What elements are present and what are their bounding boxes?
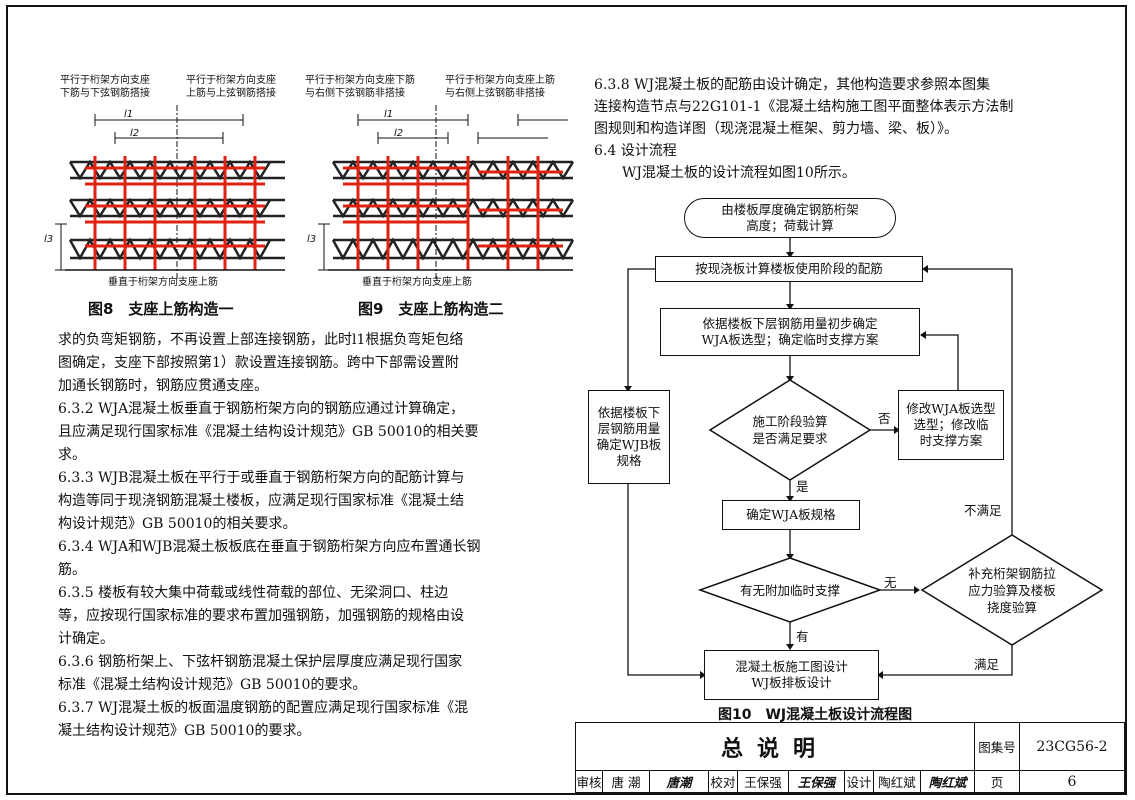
flow-label-satisfied: 满足	[974, 657, 1000, 672]
fig9-dim-l2: l2	[394, 128, 404, 139]
fig8-label-right: 平行于桁架方向支座上筋与上弦钢筋搭接	[186, 75, 276, 99]
fig8-dim-l2: l2	[130, 128, 140, 139]
flow-decision-construction-check: 施工阶段验算是否满足要求	[752, 414, 828, 446]
flow-start-terminal: 由楼板厚度确定钢筋桁架高度；荷载计算	[684, 198, 896, 238]
fig9-dim-l3: l3	[307, 234, 317, 245]
designer-signature: 陶红斌	[920, 770, 975, 793]
fig10-caption: 图10 WJ混凝土板设计流程图	[718, 707, 913, 723]
fig9-rebar-diagram	[318, 105, 575, 280]
designer-name: 陶红斌	[873, 770, 921, 793]
check-label: 校对	[708, 770, 738, 793]
right-body-text: 6.3.8 WJ混凝土板的配筋由设计确定，其他构造要求参照本图集连接构造节点与2…	[594, 77, 1014, 181]
flowchart-connectors	[624, 236, 1104, 679]
design-label: 设计	[844, 770, 874, 793]
flow-label-yes: 是	[796, 479, 809, 494]
atlas-number: 23CG56-2	[1019, 722, 1125, 771]
fig8-rebar-diagram	[55, 105, 285, 280]
flow-label-not-satisfied: 不满足	[964, 503, 1002, 518]
flow-decision-supplement-check: 补充桁架钢筋拉应力验算及楼板挠度验算	[968, 565, 1056, 615]
fig8-dim-l3: l3	[44, 234, 54, 245]
fig9-label-right: 平行于桁架方向支座上筋与右侧上弦钢筋非搭接	[445, 75, 555, 99]
fig9-bottom-label: 垂直于桁架方向支座上筋	[362, 277, 472, 288]
flow-step-usage-calc: 按现浇板计算楼板使用阶段的配筋	[655, 256, 923, 282]
fig9-label-left: 平行于桁架方向支座下筋与右侧下弦钢筋非搭接	[305, 75, 415, 99]
review-label: 审核	[575, 770, 603, 793]
atlas-label: 图集号	[974, 722, 1020, 771]
flow-box-wjb-spec: 依据楼板下层钢筋用量确定WJB板规格	[588, 390, 670, 484]
flow-label-has: 有	[796, 629, 809, 644]
title-block: 总说明 图集号 23CG56-2 审核 唐 潮 唐潮 校对 王保强 王保强 设计…	[575, 722, 1125, 793]
drawing-frame	[6, 5, 1127, 795]
flow-label-no: 否	[878, 411, 891, 426]
checker-signature: 王保强	[788, 770, 845, 793]
fig8-dim-l1: l1	[124, 109, 134, 120]
flow-box-modify: 修改WJA板选型选型；修改临时支撑方案	[898, 390, 1004, 460]
fig8-caption: 图8 支座上筋构造一	[88, 300, 234, 318]
flow-step-wja-spec: 确定WJA板规格	[722, 500, 860, 530]
drawing-title: 总说明	[575, 722, 975, 771]
fig8-label-left: 平行于桁架方向支座下筋与下弦钢筋搭接	[60, 75, 150, 99]
flow-label-none: 无	[884, 575, 897, 590]
fig9-caption: 图9 支座上筋构造二	[358, 300, 504, 318]
left-body-text: 求的负弯矩钢筋，不再设置上部连接钢筋，此时l1根据负弯矩包络图确定，支座下部按照…	[58, 332, 481, 739]
checker-name: 王保强	[737, 770, 789, 793]
flow-decision-temp-support: 有无附加临时支撑	[739, 582, 840, 598]
fig9-dim-l1: l1	[384, 109, 394, 120]
reviewer-signature: 唐潮	[649, 770, 709, 793]
page-number: 6	[1019, 770, 1125, 793]
reviewer-name: 唐 潮	[602, 770, 650, 793]
page-label: 页	[974, 770, 1020, 793]
fig8-bottom-label: 垂直于桁架方向支座上筋	[108, 277, 218, 288]
